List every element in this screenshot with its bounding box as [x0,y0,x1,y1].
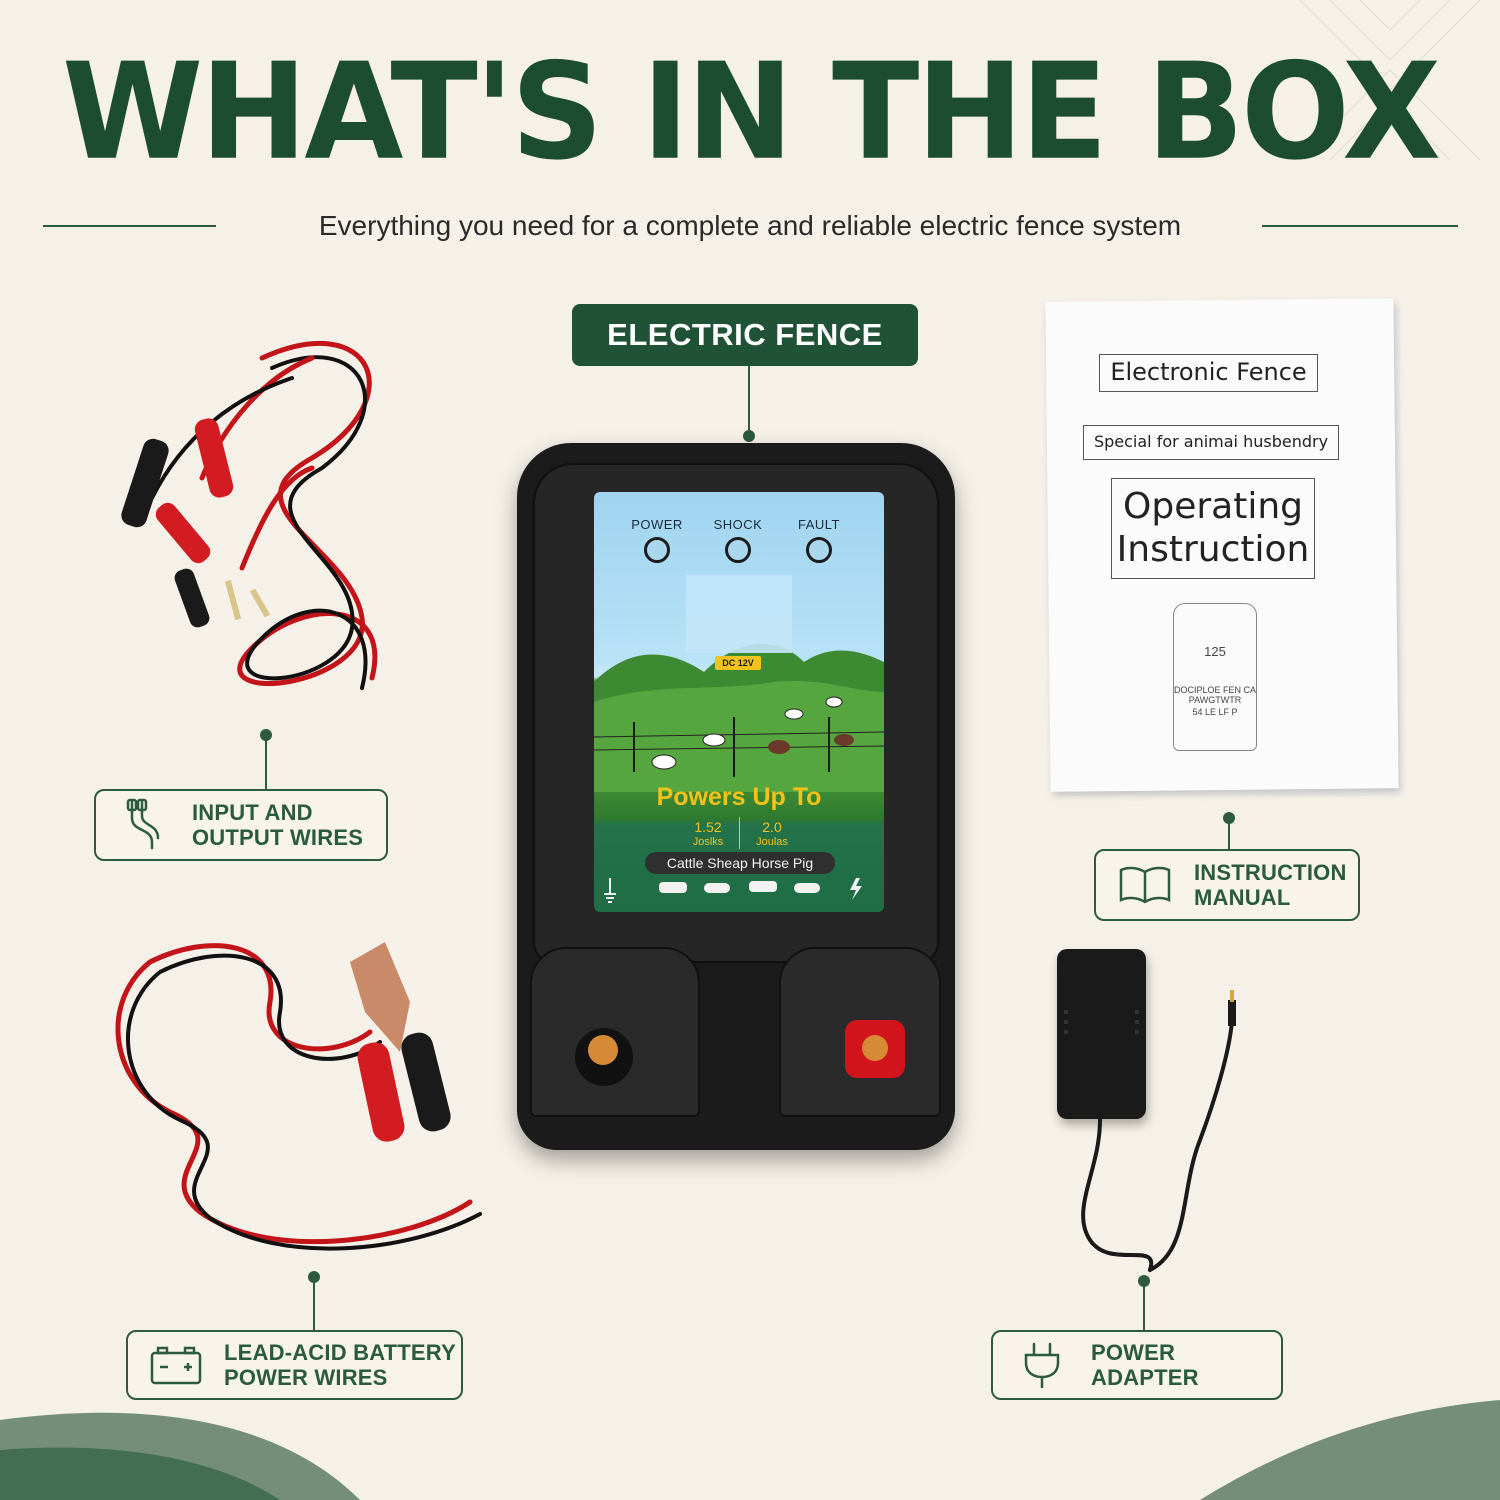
page-subtitle: Everything you need for a complete and r… [318,210,1182,241]
callout-manual-label: INSTRUCTION MANUAL [1194,860,1347,910]
subtitle-rule-right [1262,225,1458,227]
electric-fence-tag: ELECTRIC FENCE [572,304,918,366]
battery-icon [128,1345,224,1385]
callout-instruction-manual: INSTRUCTION MANUAL [1094,849,1360,921]
wire-plug-icon [96,798,192,852]
fence-terminal-post [862,1035,888,1061]
callout-battery-label: LEAD-ACID BATTERY POWER WIRES [224,1340,456,1390]
animal-types-label: Cattle Sheap Horse Pig [645,852,835,874]
pasture-scene [594,643,884,792]
energizer-display-window [686,575,792,653]
joules-separator [739,817,740,849]
manual-sketch-label: DOCIPLOE FEN CA PAWGTWTR [1173,685,1256,705]
power-plug-icon [993,1341,1091,1389]
callout-wires-label: INPUT AND OUTPUT WIRES [192,800,364,850]
battery-leader [313,1277,315,1331]
manual-sketch-display: 125 [1204,644,1226,659]
bottom-wave-decoration [0,1400,1500,1500]
battery-power-wires-image [115,942,482,1251]
manual-heading: Operating Instruction [1111,478,1315,579]
led-label-fault: FAULT [798,517,840,532]
manual-leader [1228,818,1230,850]
callout-battery-wires: LEAD-ACID BATTERY POWER WIRES [126,1330,463,1400]
callout-input-output-wires: INPUT AND OUTPUT WIRES [94,789,388,861]
fault-led [806,537,832,563]
voltage-badge: DC 12V [715,656,761,670]
power-led [644,537,670,563]
joules-left-value: 1.52 [694,819,722,835]
callout-power-adapter: POWER ADAPTER [991,1330,1283,1400]
subtitle-rule-left [43,225,216,227]
power-adapter-image [1057,949,1146,1119]
wires-leader [265,735,267,790]
input-output-wires-image [121,340,378,690]
decorative-lines [1299,0,1481,160]
joules-right-value: 2.0 [762,819,782,835]
adapter-cable [1064,990,1236,1272]
electric-fence-leader-dot [743,430,755,442]
led-label-power: POWER [631,517,683,532]
shock-led [725,537,751,563]
led-label-shock: SHOCK [713,517,763,532]
ground-terminal-post [588,1035,618,1065]
manual-subtitle: Special for animai husbendry [1083,425,1339,460]
manual-title: Electronic Fence [1099,354,1318,392]
animal-silhouettes-icon [604,878,862,903]
page-title: WHAT'S IN THE BOX [62,35,1441,190]
joules-left-unit: Joslks [692,836,724,848]
electric-fence-leader [748,366,750,436]
adapter-leader [1143,1281,1145,1331]
powers-heading: Powers Up To [656,783,822,811]
manual-device-sketch [1173,603,1257,751]
manual-sketch-footer: 54 LE LF P [1192,707,1238,717]
joules-right-unit: Joulas [756,836,788,848]
callout-adapter-label: POWER ADAPTER [1091,1340,1199,1390]
open-book-icon [1096,864,1194,906]
